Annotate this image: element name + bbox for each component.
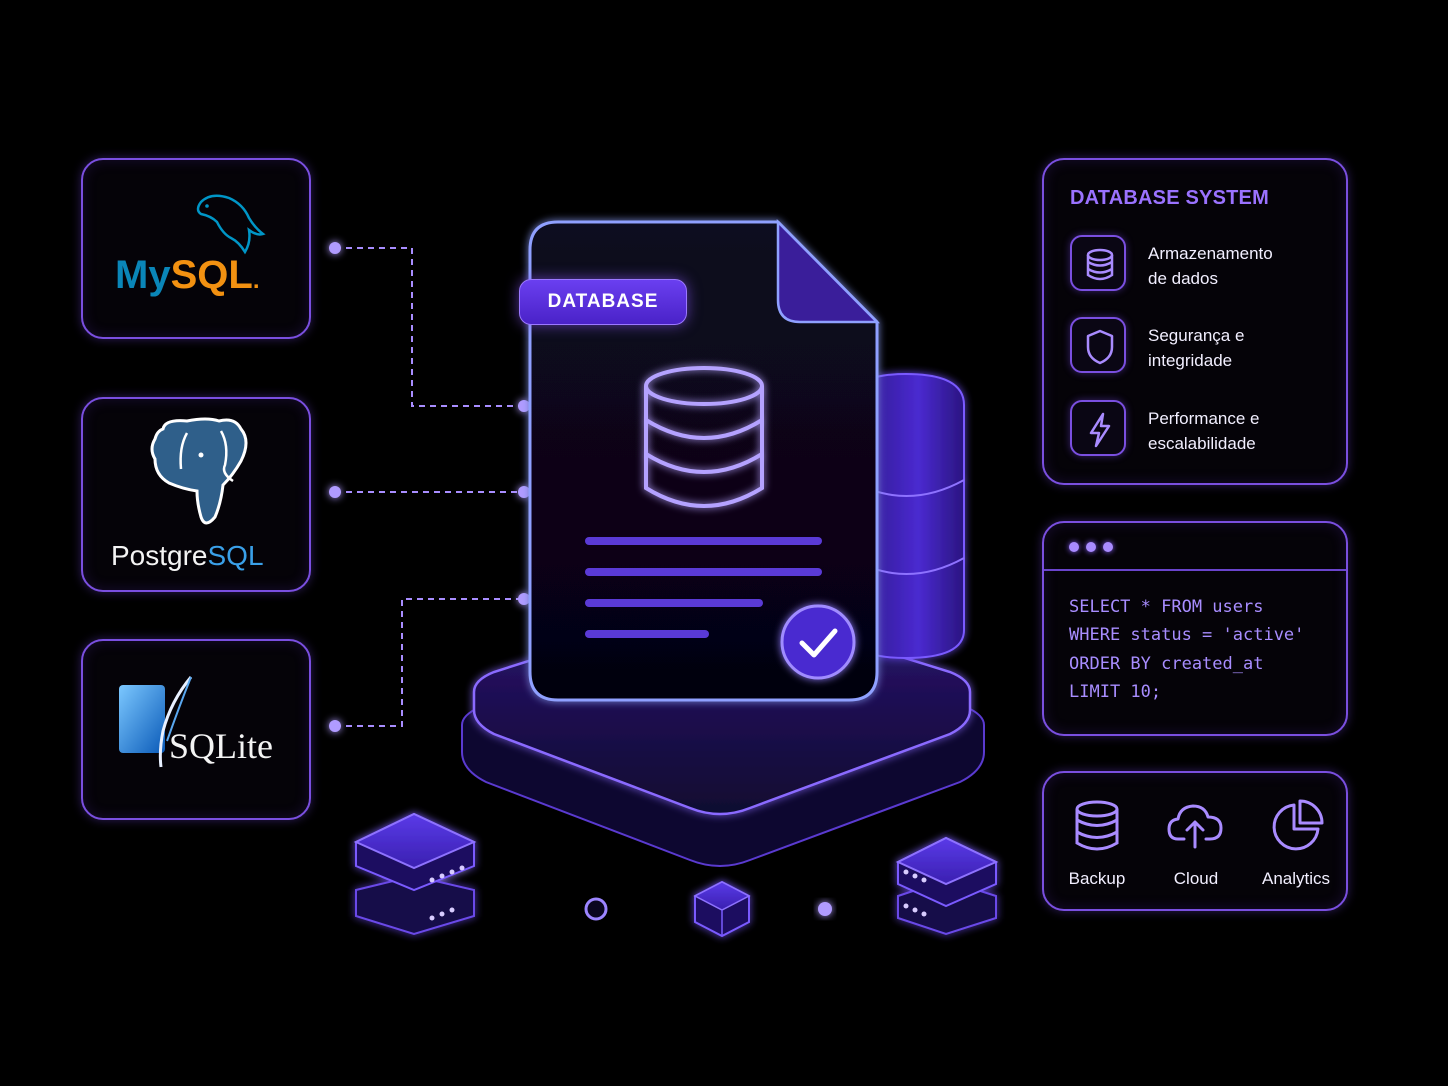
database-document: [528, 218, 880, 702]
code-line: LIMIT 10;: [1069, 682, 1162, 702]
system-item-label: Armazenamento de dados: [1148, 244, 1273, 288]
connector-dots: [329, 242, 530, 732]
feature-analytics: Analytics: [1246, 773, 1346, 913]
lightning-icon: [1070, 400, 1126, 456]
network: [353, 812, 999, 938]
feature-label: Analytics: [1261, 869, 1331, 888]
sqlite-logo-text: SQLite: [169, 726, 273, 766]
system-item-label: Performance e escalabilidade: [1148, 409, 1260, 453]
mysql-card: MySQL.: [81, 158, 311, 339]
code-line: WHERE status = 'active': [1069, 625, 1305, 645]
database-system-title: DATABASE SYSTEM: [1070, 187, 1269, 209]
postgres-elephant-icon: [150, 417, 248, 525]
code-line: ORDER BY created_at: [1069, 654, 1264, 674]
window-dot: [1069, 542, 1079, 552]
document-text-lines: [585, 537, 822, 638]
sqlite-card: SQLite: [81, 639, 311, 820]
features-card: Backup Cloud Analytics: [1042, 771, 1348, 911]
window-dot: [1103, 542, 1113, 552]
connector-lines: [335, 247, 524, 727]
system-item-storage: Armazenamento de dados: [1070, 235, 1330, 295]
feature-label: Cloud: [1173, 869, 1219, 888]
database-icon: [1075, 800, 1119, 851]
database-system-card: DATABASE SYSTEM Armazenamento de dados: [1042, 158, 1348, 485]
cloud-upload-icon: [1167, 804, 1223, 849]
code-window-bar: [1044, 523, 1346, 571]
cube-middle: [693, 880, 751, 938]
postgresql-logo-text: PostgreSQL: [111, 540, 264, 571]
system-item-security: Segurança e integridade: [1070, 317, 1330, 377]
system-item-label: Segurança e integridade: [1148, 326, 1245, 370]
server-right: [895, 836, 999, 936]
mysql-dolphin-icon: [196, 194, 266, 255]
sqlite-feather-icon: [119, 676, 193, 768]
server-left: [353, 812, 477, 936]
shield-icon: [1070, 317, 1126, 373]
window-dot: [1086, 542, 1096, 552]
mysql-logo-text: MySQL.: [115, 253, 260, 297]
code-line: SELECT * FROM users: [1069, 597, 1264, 617]
system-item-performance: Performance e escalabilidade: [1070, 400, 1330, 460]
postgresql-card: PostgreSQL: [81, 397, 311, 592]
sql-code-card: SELECT * FROM users WHERE status = 'acti…: [1042, 521, 1348, 736]
feature-label: Backup: [1068, 869, 1126, 888]
feature-cloud: Cloud: [1146, 773, 1246, 913]
check-badge: [780, 604, 856, 680]
feature-backup: Backup: [1047, 773, 1147, 913]
document-database-icon: [644, 366, 764, 508]
database-tag: DATABASE: [519, 279, 687, 325]
pie-chart-icon: [1272, 799, 1324, 851]
database-icon: [1070, 235, 1126, 291]
